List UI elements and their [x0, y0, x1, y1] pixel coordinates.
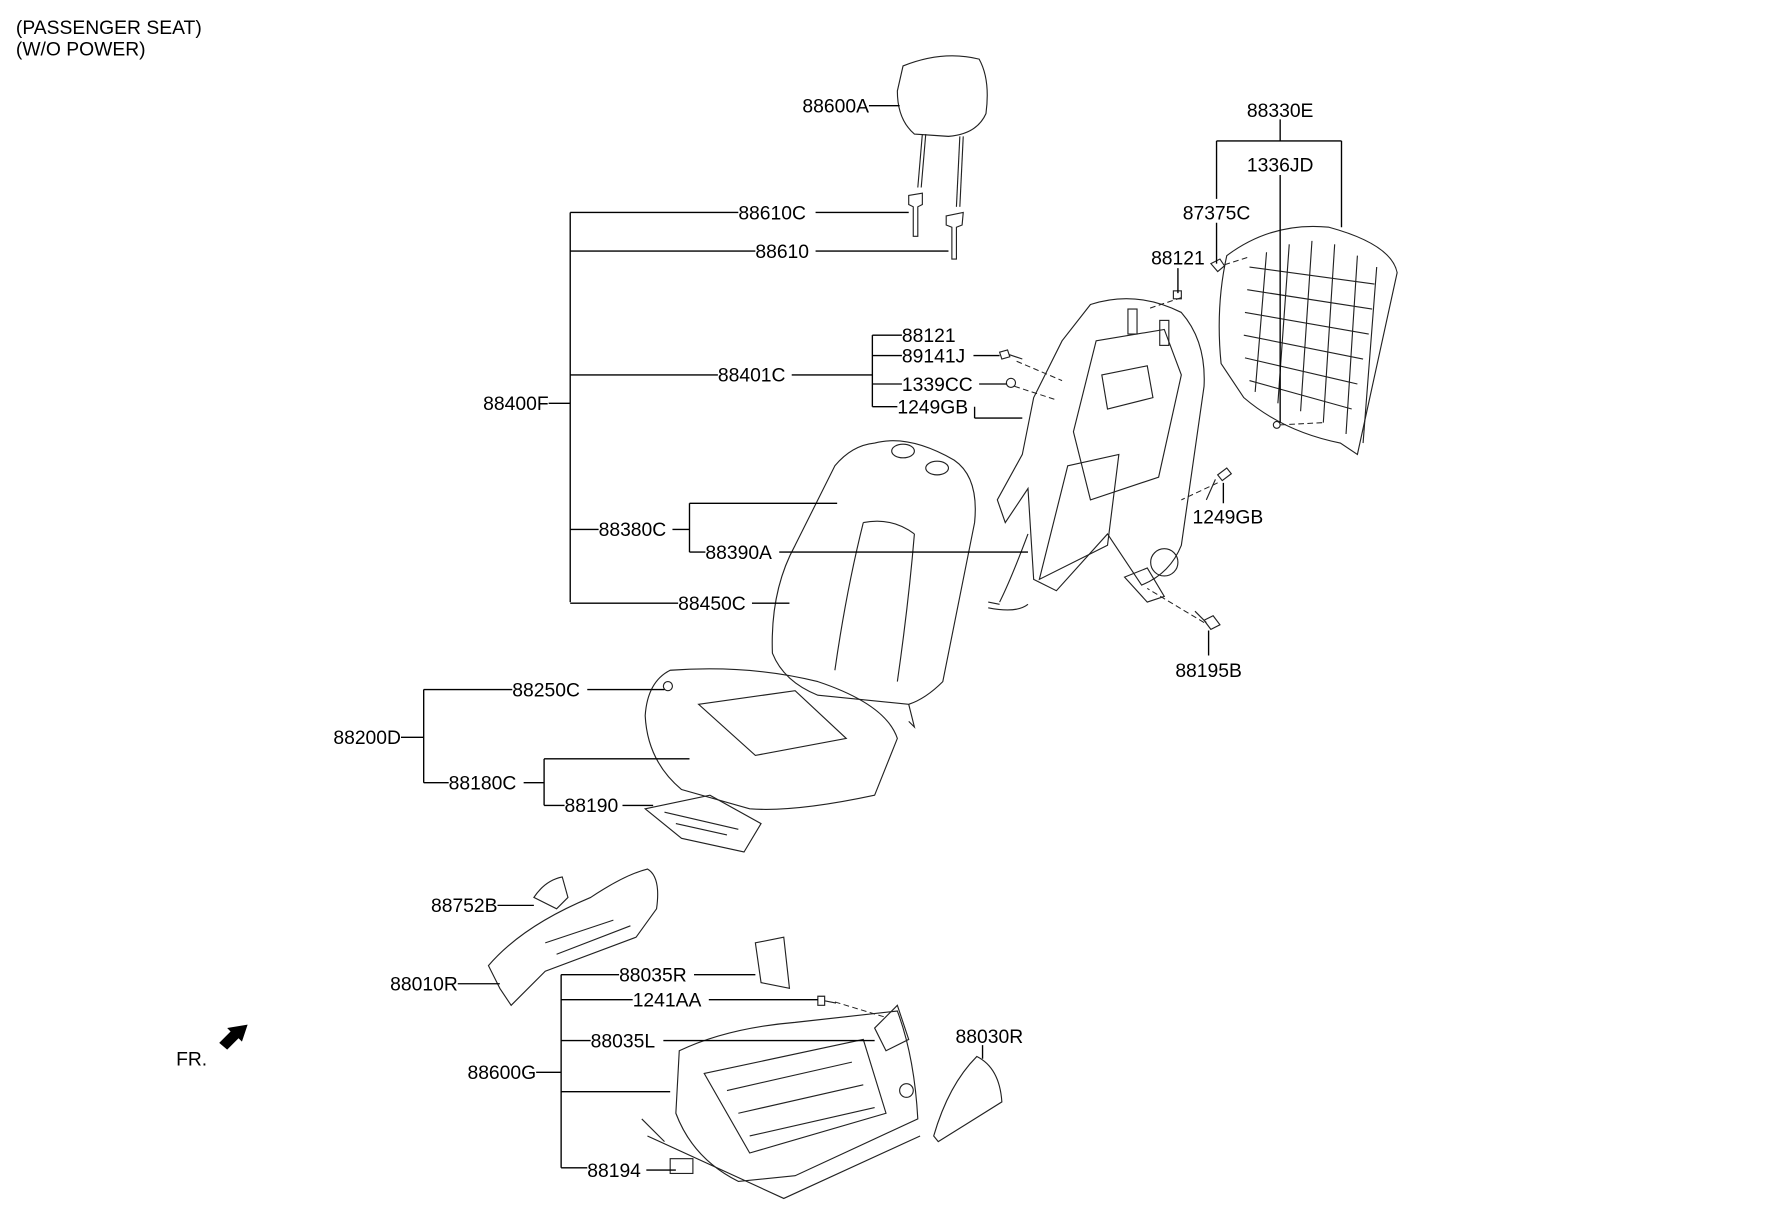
label-88400f: 88400F	[483, 394, 549, 415]
label-88035l: 88035L	[591, 1031, 656, 1052]
label-1241aa: 1241AA	[633, 990, 702, 1011]
outer-shield-part	[487, 868, 659, 1007]
label-88194: 88194	[587, 1161, 641, 1182]
label-88610c: 88610C	[738, 203, 806, 224]
label-88121-frame: 88121	[902, 326, 956, 347]
front-arrow-icon	[219, 1024, 248, 1050]
label-88121-board: 88121	[1151, 249, 1205, 270]
label-88010r: 88010R	[390, 975, 458, 996]
label-88330e: 88330E	[1247, 101, 1314, 122]
title-line-1: (PASSENGER SEAT)	[16, 18, 202, 39]
inner-shield-part	[933, 1055, 1003, 1143]
label-88600a: 88600A	[802, 97, 869, 118]
label-88190: 88190	[565, 796, 619, 817]
leader-lines	[400, 105, 1343, 1171]
label-88200d: 88200D	[333, 728, 401, 749]
cover-88752b-part	[533, 876, 569, 910]
headrest-part	[896, 55, 988, 207]
label-1339cc: 1339CC	[902, 375, 973, 396]
seat-cushion-part	[644, 668, 898, 810]
label-88450c: 88450C	[678, 594, 746, 615]
label-1336jd: 1336JD	[1247, 156, 1314, 177]
label-88401c: 88401C	[718, 366, 786, 387]
label-88380c: 88380C	[599, 520, 667, 541]
small-fasteners	[817, 290, 1233, 1006]
label-88610: 88610	[755, 242, 809, 263]
label-88195b: 88195B	[1175, 661, 1242, 682]
label-1249gb: 1249GB	[1192, 508, 1263, 529]
cushion-pad-part	[643, 794, 762, 853]
label-88250c: 88250C	[512, 680, 580, 701]
label-1249gb-frame: 1249GB	[897, 398, 968, 419]
label-88030r: 88030R	[956, 1027, 1024, 1048]
label-89141j: 89141J	[902, 346, 965, 367]
front-label: FR.	[176, 1050, 207, 1071]
headrest-guide-parts	[908, 192, 964, 260]
label-87375c: 87375C	[1183, 203, 1251, 224]
label-88752b: 88752B	[431, 896, 498, 917]
title-line-2: (W/O POWER)	[16, 40, 146, 61]
seat-back-cover-part	[771, 440, 1029, 729]
seat-cushion-frame-part	[641, 936, 921, 1200]
label-88600g: 88600G	[467, 1063, 536, 1084]
seat-back-frame-part	[988, 298, 1205, 605]
back-board-part	[1209, 225, 1398, 456]
label-88180c: 88180C	[449, 774, 517, 795]
fastener-dashes	[834, 256, 1324, 1018]
label-88035r: 88035R	[619, 965, 687, 986]
label-88390a: 88390A	[705, 543, 772, 564]
part-labels: 88600A 88610C 88610 88400F 88401C 88121 …	[333, 97, 1313, 1182]
